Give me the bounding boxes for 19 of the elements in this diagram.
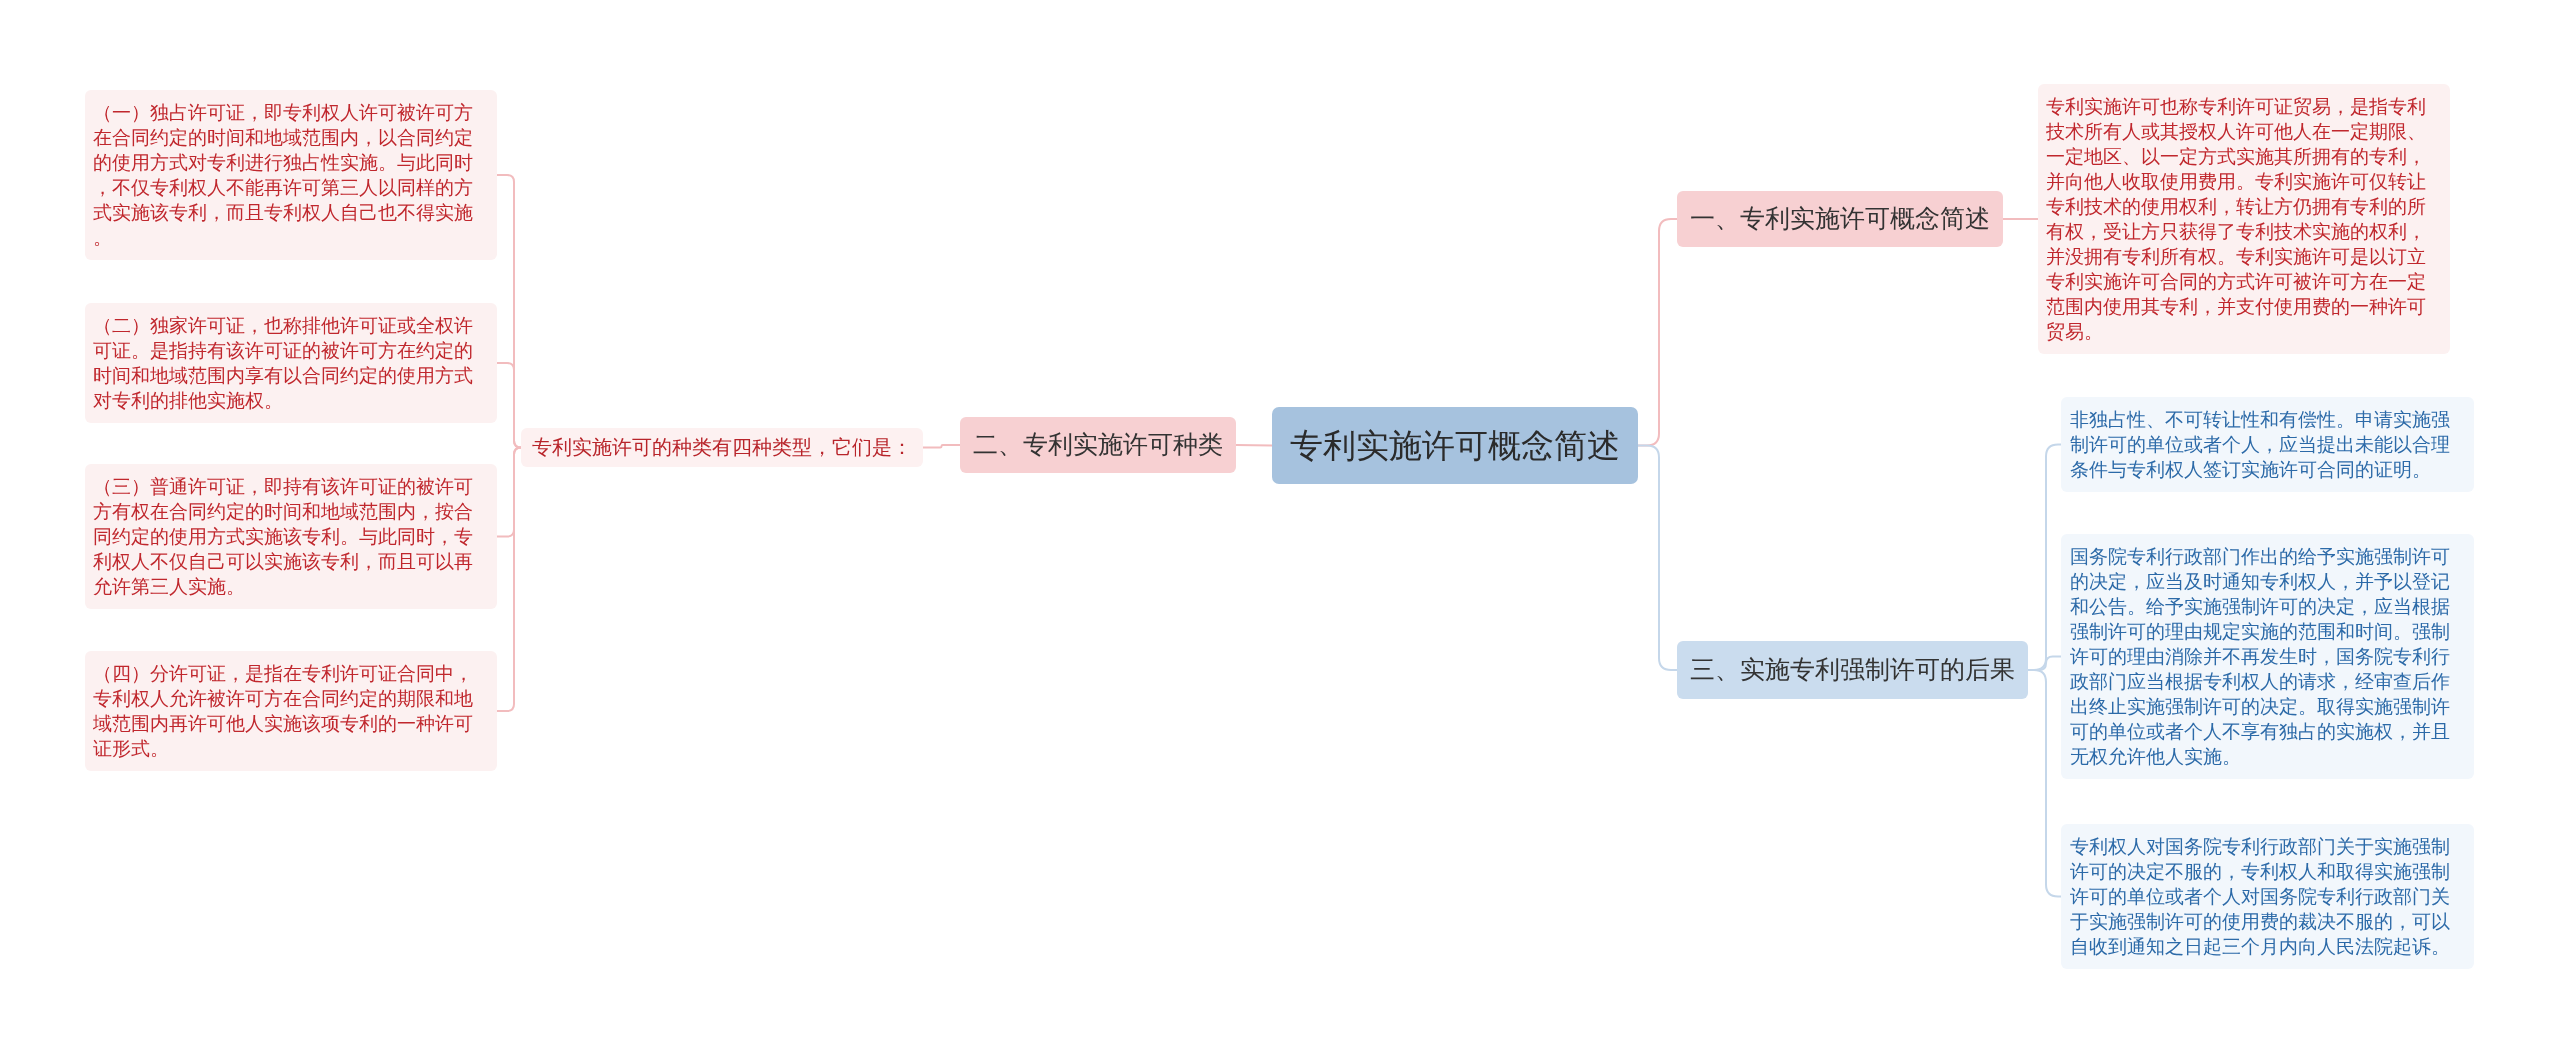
connector-line: [2002, 218, 2039, 220]
note-card: 非独占性、不可转让性和有偿性。申请实施强制许可的单位或者个人，应当提出未能以合理条件与专利权人签订实施许可合同的证明。: [2061, 397, 2474, 492]
branch-topic: 一、专利实施许可概念简述: [1677, 191, 2003, 247]
connector-line: [2027, 669, 2062, 898]
note-card: （二）独家许可证，也称排他许可证或全权许可证。是指持有该许可证的被许可方在约定的时间和地域范围内享有以合同约定的使用方式对专利的排他实施权。: [85, 303, 497, 423]
note-card: （四）分许可证，是指在专利许可证合同中，专利权人允许被许可方在合同约定的期限和地域范围内再许可他人实施该项专利的一种许可证形式。: [85, 651, 497, 771]
connector-line: [496, 446, 522, 712]
note-card: （三）普通许可证，即持有该许可证的被许可方有权在合同约定的时间和地域范围内，按合同约定的使用方式实施该专利。与此同时，专利权人不仅自己可以实施该专利，而且可以再允许第三人实施。: [85, 464, 497, 609]
connector-line: [496, 362, 522, 449]
central-topic: 专利实施许可概念简述: [1272, 407, 1638, 484]
note-card: 专利实施许可也称专利许可证贸易，是指专利技术所有人或其授权人许可他人在一定期限、一定地区、以一定方式实施其所拥有的专利，并向他人收取使用费用。专利实施许可仅转让专利技术的使用权利，转让方仍拥有专利的所有权，受让方只获得了专利技术实施的权利，并没拥有专利所有权。专利实施许可是以订立专利实施许可合同的方式许可被许可方在一定范围内使用其专利，并支付使用费的一种许可贸易。: [2038, 84, 2450, 354]
note-card: 专利权人对国务院专利行政部门关于实施强制许可的决定不服的，专利权人和取得实施强制许可的单位或者个人对国务院专利行政部门关于实施强制许可的使用费的裁决不服的，可以自收到通知之日起三个月内向人民法院起诉。: [2061, 824, 2474, 969]
connector-line: [1235, 444, 1273, 447]
branch-topic: 二、专利实施许可种类: [960, 417, 1236, 473]
connector-line: [922, 444, 961, 449]
note-card: 国务院专利行政部门作出的给予实施强制许可的决定，应当及时通知专利权人，并予以登记和公告。给予实施强制许可的决定，应当根据强制许可的理由规定实施的范围和时间。强制许可的理由消除并不再发生时，国务院专利行政部门应当根据专利权人的请求，经审查后作出终止实施强制许可的决定。取得实施强制许可的单位或者个人不享有独占的实施权，并且无权允许他人实施。: [2061, 534, 2474, 779]
subtopic-label: 专利实施许可的种类有四种类型，它们是：: [521, 428, 923, 467]
branch-topic: 三、实施专利强制许可的后果: [1677, 641, 2028, 699]
note-card: （一）独占许可证，即专利权人许可被许可方在合同约定的时间和地域范围内，以合同约定的使用方式对专利进行独占性实施。与此同时，不仅专利权人不能再许可第三人以同样的方式实施该专利，而且专利权人自己也不得实施。: [85, 90, 497, 260]
